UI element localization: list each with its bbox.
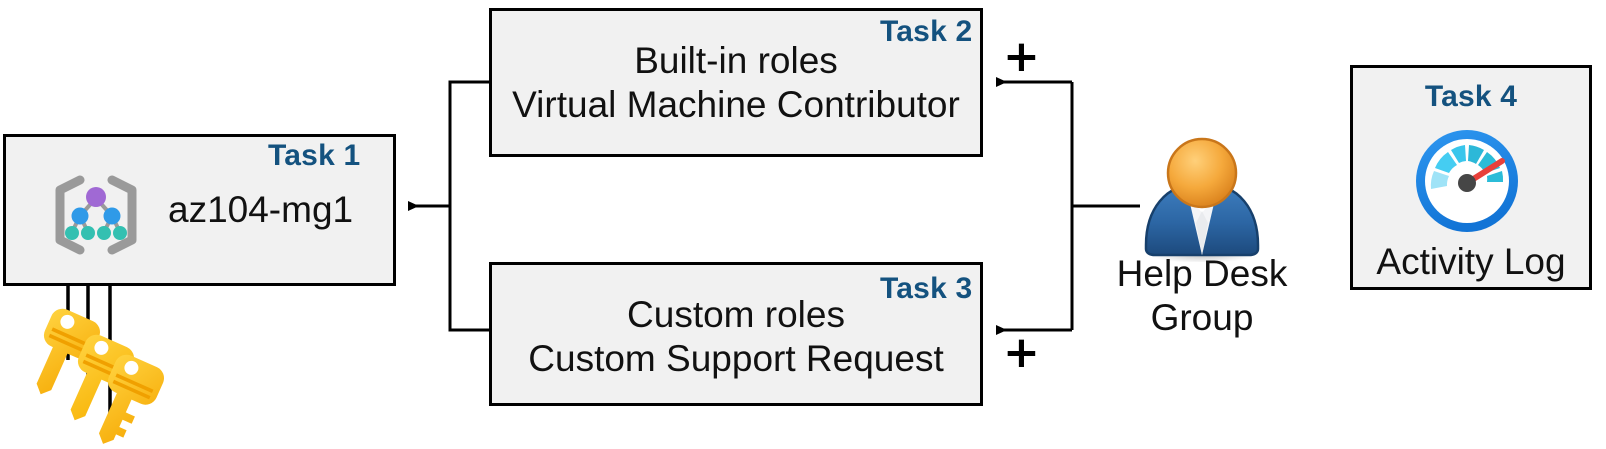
plus-operator-task3: + <box>1003 327 1040 378</box>
task-1-text: az104-mg1 <box>168 189 354 230</box>
actor-label-line2: Group <box>1150 297 1254 338</box>
task-3-text-line1: Custom roles <box>627 294 845 335</box>
task-2-text-line1: Built-in roles <box>634 40 838 81</box>
keys-icon <box>36 305 176 449</box>
task-1-label: Task 1 <box>268 139 361 172</box>
management-group-icon <box>50 168 142 260</box>
actor-label-line1: Help Desk <box>1116 253 1288 294</box>
user-group-icon <box>1132 137 1272 263</box>
task-2-text-line2: Virtual Machine Contributor <box>512 84 960 125</box>
connector-roles-to-management-group <box>408 80 489 332</box>
task-3-box[interactable] <box>489 262 983 406</box>
task-3-label: Task 3 <box>880 272 973 305</box>
connector-group-to-roles <box>996 77 1140 335</box>
task-3-text-line2: Custom Support Request <box>528 338 944 379</box>
task-2-label: Task 2 <box>880 15 973 48</box>
plus-operator-task2: + <box>1003 31 1040 82</box>
task-2-box[interactable] <box>489 8 983 157</box>
task-4-label: Task 4 <box>1424 80 1518 113</box>
task-4-text: Activity Log <box>1376 241 1566 282</box>
activity-log-gauge-icon <box>1412 126 1522 236</box>
task-1-box[interactable] <box>3 134 396 286</box>
